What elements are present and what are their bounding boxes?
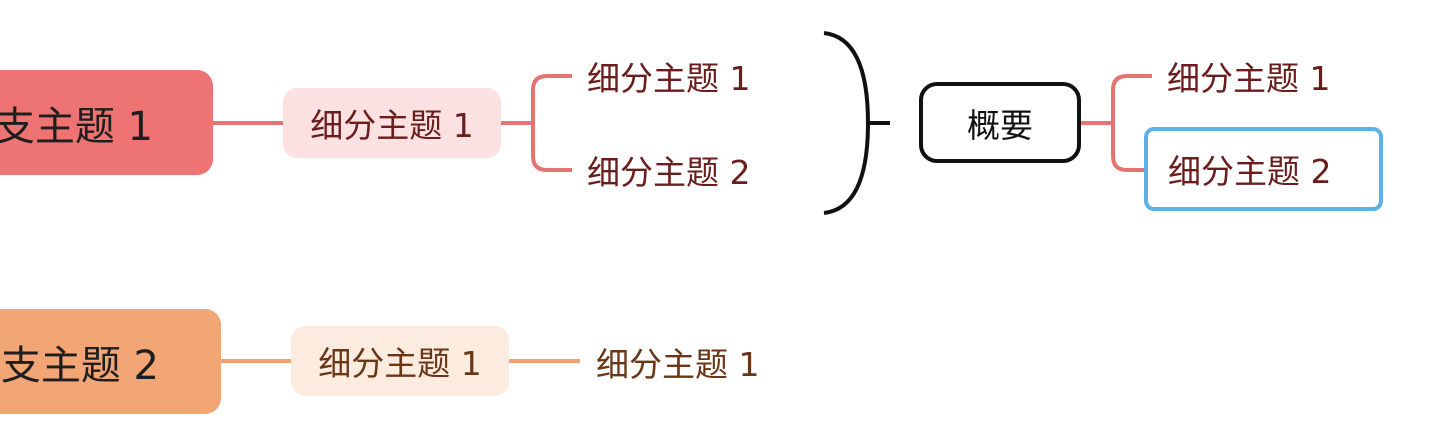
leaf-label: 细分主题 1 [587, 59, 751, 98]
subtopic-label: 细分主题 1 [318, 344, 482, 383]
main-branch-topic-1[interactable]: 支主题 1 [0, 70, 213, 175]
summary-child-topic[interactable]: 细分主题 1 [1167, 52, 1331, 100]
leaf-label: 细分主题 1 [596, 345, 760, 384]
connector-sub1-to-leaf2 [531, 123, 572, 172]
leaf-label: 细分主题 2 [1168, 152, 1332, 191]
leaf-topic[interactable]: 细分主题 1 [596, 338, 760, 386]
connector-sub1-to-leaf1 [531, 74, 572, 123]
main-branch-topic-2[interactable]: 支主题 2 [0, 309, 221, 414]
main-branch-label: 支主题 1 [0, 103, 153, 150]
connector-summary-to-child1 [1111, 74, 1152, 123]
main-branch-label: 支主题 2 [0, 342, 159, 389]
leaf-topic[interactable]: 细分主题 1 [587, 52, 751, 100]
summary-child-topic-selected[interactable]: 细分主题 2 [1144, 127, 1383, 211]
summary-bracket [823, 31, 871, 215]
connector-summary-to-child2 [1111, 123, 1144, 172]
leaf-label: 细分主题 2 [587, 153, 751, 192]
subtopic-node[interactable]: 细分主题 1 [291, 326, 509, 396]
summary-node[interactable]: 概要 [919, 82, 1081, 163]
subtopic-node[interactable]: 细分主题 1 [283, 88, 501, 158]
leaf-topic[interactable]: 细分主题 2 [587, 146, 751, 194]
leaf-label: 细分主题 1 [1167, 59, 1331, 98]
summary-label: 概要 [967, 105, 1033, 145]
subtopic-label: 细分主题 1 [310, 106, 474, 145]
